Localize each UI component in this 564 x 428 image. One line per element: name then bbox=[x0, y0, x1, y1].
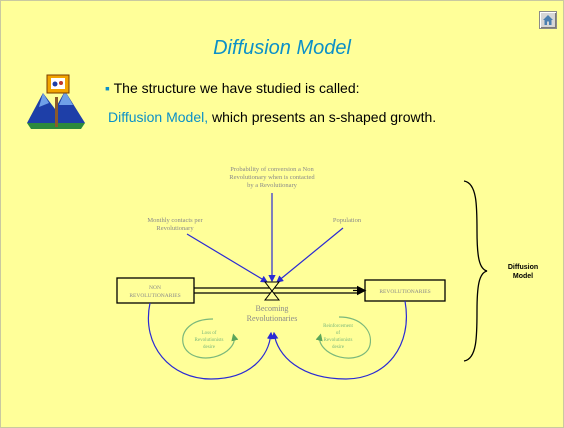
svg-text:Monthly contacts per: Monthly contacts per bbox=[147, 217, 203, 224]
svg-text:Probability of conversion a No: Probability of conversion a Non bbox=[230, 166, 314, 173]
diagram-brace bbox=[464, 181, 487, 361]
flow-valve bbox=[265, 282, 279, 300]
contacts-arrow bbox=[187, 234, 267, 282]
population-arrow bbox=[277, 228, 343, 282]
svg-text:Revolutionists: Revolutionists bbox=[324, 338, 353, 343]
non-revolutionaries-label: NON REVOLUTIONARIES bbox=[129, 285, 180, 299]
becoming-flow-pipe bbox=[194, 288, 364, 293]
becoming-revolutionaries-label: Becoming Revolutionaries bbox=[247, 304, 298, 323]
svg-text:Revolutionaries: Revolutionaries bbox=[247, 314, 298, 323]
svg-text:NON: NON bbox=[149, 285, 161, 291]
population-label: Population bbox=[333, 217, 362, 224]
svg-text:of: of bbox=[336, 331, 341, 336]
probability-label: Probability of conversion a Non Revoluti… bbox=[229, 166, 315, 189]
reinforcement-desire-label: Reinforcement of Revolutionists desire bbox=[323, 324, 353, 350]
svg-text:Reinforcement: Reinforcement bbox=[323, 324, 353, 329]
svg-text:REVOLUTIONARIES: REVOLUTIONARIES bbox=[129, 293, 180, 299]
contacts-label: Monthly contacts per Revolutionary bbox=[147, 217, 203, 232]
svg-text:Becoming: Becoming bbox=[256, 304, 289, 313]
svg-text:Revolutionary when is contacte: Revolutionary when is contacted bbox=[229, 174, 315, 181]
svg-text:by a Revolutionary: by a Revolutionary bbox=[247, 182, 298, 189]
revolutionaries-label: REVOLUTIONARIES bbox=[379, 289, 430, 295]
svg-text:Revolutionists: Revolutionists bbox=[195, 338, 224, 343]
svg-text:desire: desire bbox=[332, 345, 345, 350]
svg-text:Loss of: Loss of bbox=[202, 331, 217, 336]
svg-text:Revolutionary: Revolutionary bbox=[156, 225, 194, 232]
diffusion-model-side-label: Diffusion Model bbox=[498, 263, 548, 281]
svg-text:desire: desire bbox=[203, 345, 216, 350]
loss-desire-label: Loss of Revolutionists desire bbox=[195, 331, 224, 350]
